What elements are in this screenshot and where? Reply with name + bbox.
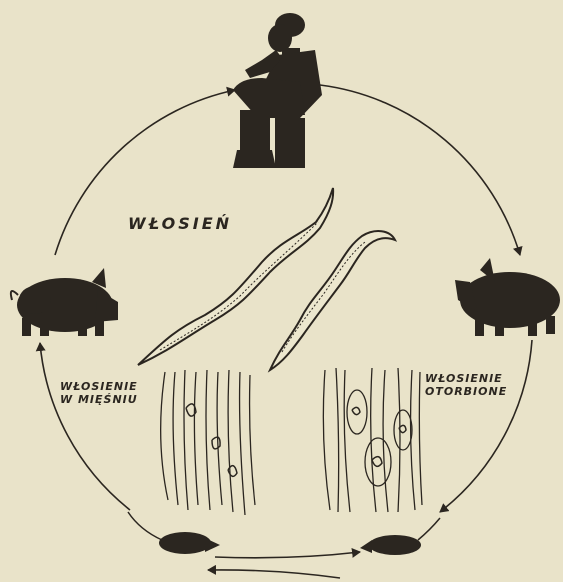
label-larvae-in-muscle-line2: W MIĘŚNIU bbox=[60, 393, 138, 406]
man-eating-icon bbox=[233, 13, 322, 168]
arrow-pig-right-to-rat-right bbox=[440, 340, 532, 512]
pig-icon bbox=[455, 258, 560, 336]
label-larvae-in-muscle-line1: WŁOSIENIE bbox=[60, 380, 138, 393]
arrow-rat-left-to-pig-left bbox=[40, 343, 130, 510]
muscle-tissue-icon bbox=[161, 370, 255, 515]
label-encysted-larvae-line2: OTORBIONE bbox=[425, 385, 507, 398]
arrow-rat-right-to-rat-left bbox=[208, 570, 340, 578]
muscle-tissue-icon bbox=[323, 368, 422, 512]
label-larvae-in-muscle: WŁOSIENIE W MIĘŚNIU bbox=[60, 380, 138, 406]
arrow-man-to-pig-right bbox=[320, 85, 520, 255]
arrow-rat-left-to-rat-right bbox=[215, 552, 360, 558]
label-encysted-larvae-line1: WŁOSIENIE bbox=[425, 372, 507, 385]
pig-icon bbox=[11, 268, 118, 336]
label-encysted-larvae: WŁOSIENIE OTORBIONE bbox=[425, 372, 507, 398]
diagram-title: WŁOSIEŃ bbox=[128, 214, 232, 233]
rat-icon bbox=[128, 512, 220, 554]
rat-icon bbox=[360, 518, 440, 555]
